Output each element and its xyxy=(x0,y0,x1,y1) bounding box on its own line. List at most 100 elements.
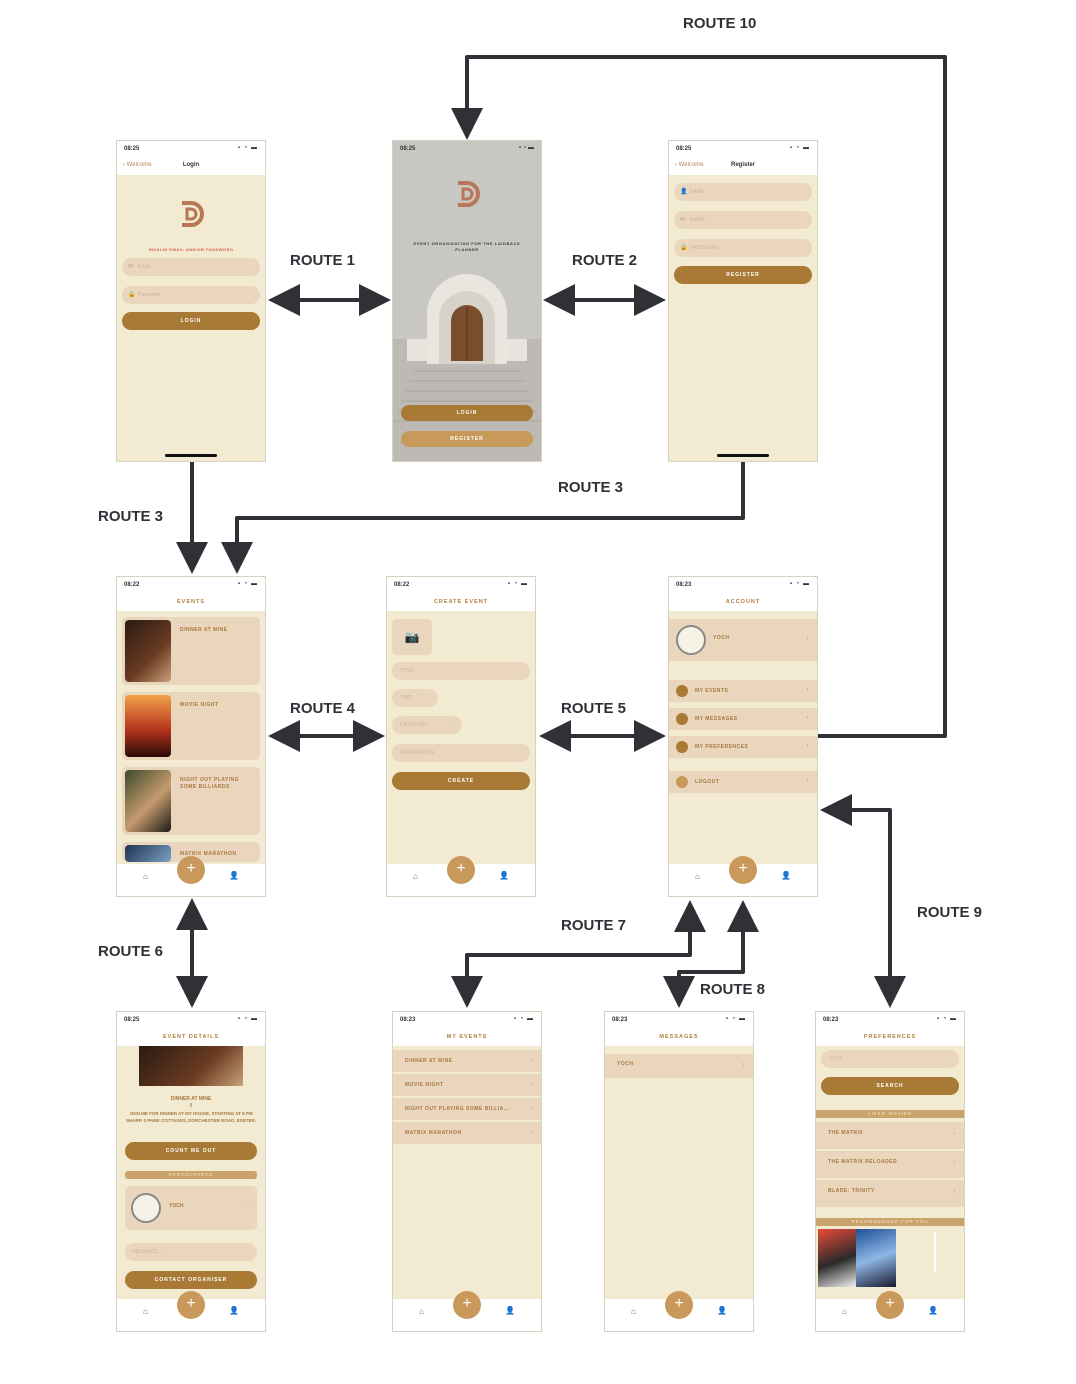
page-title: Create Event xyxy=(433,599,489,605)
avatar xyxy=(676,625,706,655)
recommended-poster[interactable] xyxy=(818,1229,856,1287)
contact-organiser-button[interactable]: CONTACT ORGANISER xyxy=(125,1271,257,1289)
nav-bar: Preferences xyxy=(816,1028,964,1046)
count-me-out-button[interactable]: COUNT ME OUT xyxy=(125,1142,257,1160)
plus-icon[interactable]: + xyxy=(453,1291,481,1319)
email-field[interactable]: ✉Email xyxy=(122,258,260,276)
password-field[interactable]: 🔒Password xyxy=(122,286,260,304)
status-bar: 08:23▪ ◔ ▬ xyxy=(669,577,817,593)
email-field[interactable]: ✉EMAIL xyxy=(674,211,812,229)
chevron-right-icon: › xyxy=(806,743,809,749)
user-icon[interactable]: 👤 xyxy=(717,1306,727,1315)
event-card[interactable]: Matrix Marathon xyxy=(122,842,260,862)
calendar-icon xyxy=(676,685,688,697)
heart-icon xyxy=(676,741,688,753)
user-icon[interactable]: 👤 xyxy=(499,871,509,880)
my-event-row[interactable]: Movie Night› xyxy=(393,1074,541,1097)
my-event-row[interactable]: Matrix Marathon› xyxy=(393,1122,541,1145)
route-1-label: ROUTE 1 xyxy=(290,252,356,269)
menu-item-logout[interactable]: Logout› xyxy=(669,771,817,794)
event-card[interactable]: Dinner at Mine xyxy=(122,617,260,685)
user-icon[interactable]: 👤 xyxy=(229,871,239,880)
page-title: Register xyxy=(730,162,755,168)
status-time: 08:22 xyxy=(394,582,410,588)
lock-icon: 🔒 xyxy=(680,245,688,251)
name-field[interactable]: 👤NAME xyxy=(674,183,812,201)
user-icon[interactable]: 👤 xyxy=(781,871,791,880)
title-field[interactable]: TITLE xyxy=(392,662,530,680)
status-time: 08:25 xyxy=(124,1017,140,1023)
user-icon[interactable]: 👤 xyxy=(229,1306,239,1315)
route-4-label: ROUTE 4 xyxy=(290,700,356,717)
route-3b-label: ROUTE 3 xyxy=(558,479,624,496)
home-icon[interactable]: ⌂ xyxy=(631,1307,636,1316)
message-field[interactable]: MESSAGE... xyxy=(125,1243,257,1261)
password-field[interactable]: 🔒PASSWORD xyxy=(674,239,812,257)
movie-title: The Matrix Reloaded xyxy=(828,1159,898,1165)
welcome-register-button[interactable]: REGISTER xyxy=(401,431,533,447)
page-title: Events xyxy=(176,599,205,605)
chevron-right-icon: › xyxy=(806,636,809,642)
event-card[interactable]: Night out playing some billiards xyxy=(122,767,260,835)
home-icon[interactable]: ⌂ xyxy=(143,1307,148,1316)
signal-icon: ▪ ◔ ▬ xyxy=(789,581,810,587)
home-icon[interactable]: ⌂ xyxy=(413,872,418,881)
home-icon[interactable]: ⌂ xyxy=(143,872,148,881)
status-bar: 08:25▪ ◔ ▬ xyxy=(117,141,265,157)
menu-label: My Preferences xyxy=(695,744,749,750)
route-9-arrow xyxy=(820,794,906,1008)
description-field[interactable]: DESCRIPTION xyxy=(392,744,530,762)
plus-icon[interactable]: + xyxy=(177,856,205,884)
register-button[interactable]: REGISTER xyxy=(674,266,812,284)
profile-row[interactable]: Yoch › xyxy=(669,619,817,662)
recommended-poster[interactable] xyxy=(856,1229,896,1287)
plus-icon[interactable]: + xyxy=(447,856,475,884)
search-button[interactable]: SEARCH xyxy=(821,1077,959,1095)
status-time: 08:22 xyxy=(124,582,140,588)
create-button[interactable]: CREATE xyxy=(392,772,530,790)
event-title: Movie Night xyxy=(180,702,219,708)
tab-bar: ⌂ + 👤 xyxy=(117,856,265,896)
home-icon[interactable]: ⌂ xyxy=(842,1307,847,1316)
home-icon[interactable]: ⌂ xyxy=(695,872,700,881)
register-screen: 08:25▪ ◔ ▬ ‹ Welcome Register 👤NAME ✉EMA… xyxy=(669,141,817,461)
home-indicator xyxy=(717,454,769,457)
message-thread-row[interactable]: Yoch› xyxy=(605,1054,753,1079)
envelope-icon: ✉ xyxy=(128,264,134,270)
events-screen: 08:22▪ ◔ ▬ Events Dinner at Mine Movie N… xyxy=(117,577,265,896)
event-title: Night out playing some billiards xyxy=(180,777,240,790)
back-button[interactable]: ‹ Welcome xyxy=(675,162,704,168)
plus-icon[interactable]: + xyxy=(177,1291,205,1319)
tab-bar: ⌂ + 👤 xyxy=(816,1291,964,1331)
my-event-row[interactable]: Dinner at Mine› xyxy=(393,1050,541,1073)
liked-movie-row[interactable]: Blade: Trinity› xyxy=(816,1180,964,1208)
menu-item-my-messages[interactable]: My Messages› xyxy=(669,708,817,731)
menu-item-my-events[interactable]: My Events› xyxy=(669,680,817,703)
time-field[interactable]: TIME xyxy=(392,689,438,707)
event-thumbnail xyxy=(125,620,171,682)
my-event-row[interactable]: Night out playing some billia...› xyxy=(393,1098,541,1121)
nav-bar: ‹ Welcome Login xyxy=(117,157,265,175)
category-select[interactable]: CATEGORY⌄ xyxy=(392,716,462,734)
back-button[interactable]: ‹ Welcome xyxy=(123,162,152,168)
plus-icon[interactable]: + xyxy=(729,856,757,884)
login-button[interactable]: LOGIN xyxy=(122,312,260,330)
camera-icon[interactable]: 📷 xyxy=(392,619,432,655)
user-icon[interactable]: 👤 xyxy=(505,1306,515,1315)
liked-movie-row[interactable]: The Matrix Reloaded › xyxy=(816,1151,964,1179)
route-8-arrow xyxy=(663,900,759,1008)
title-search-field[interactable]: TITLE xyxy=(821,1050,959,1068)
status-bar: 08:22▪ ◔ ▬ xyxy=(387,577,535,593)
user-icon[interactable]: 👤 xyxy=(928,1306,938,1315)
row-label: Movie Night xyxy=(405,1082,444,1088)
plus-icon[interactable]: + xyxy=(876,1291,904,1319)
tab-bar: ⌂ + 👤 xyxy=(669,856,817,896)
liked-movie-row[interactable]: The Matrix› xyxy=(816,1122,964,1150)
home-icon[interactable]: ⌂ xyxy=(419,1307,424,1316)
menu-item-my-preferences[interactable]: My Preferences › xyxy=(669,736,817,759)
event-card[interactable]: Movie Night xyxy=(122,692,260,760)
chevron-right-icon: › xyxy=(953,1160,956,1166)
welcome-login-button[interactable]: LOGIN xyxy=(401,405,533,421)
participant-card[interactable]: Yoch › xyxy=(125,1186,257,1230)
plus-icon[interactable]: + xyxy=(665,1291,693,1319)
